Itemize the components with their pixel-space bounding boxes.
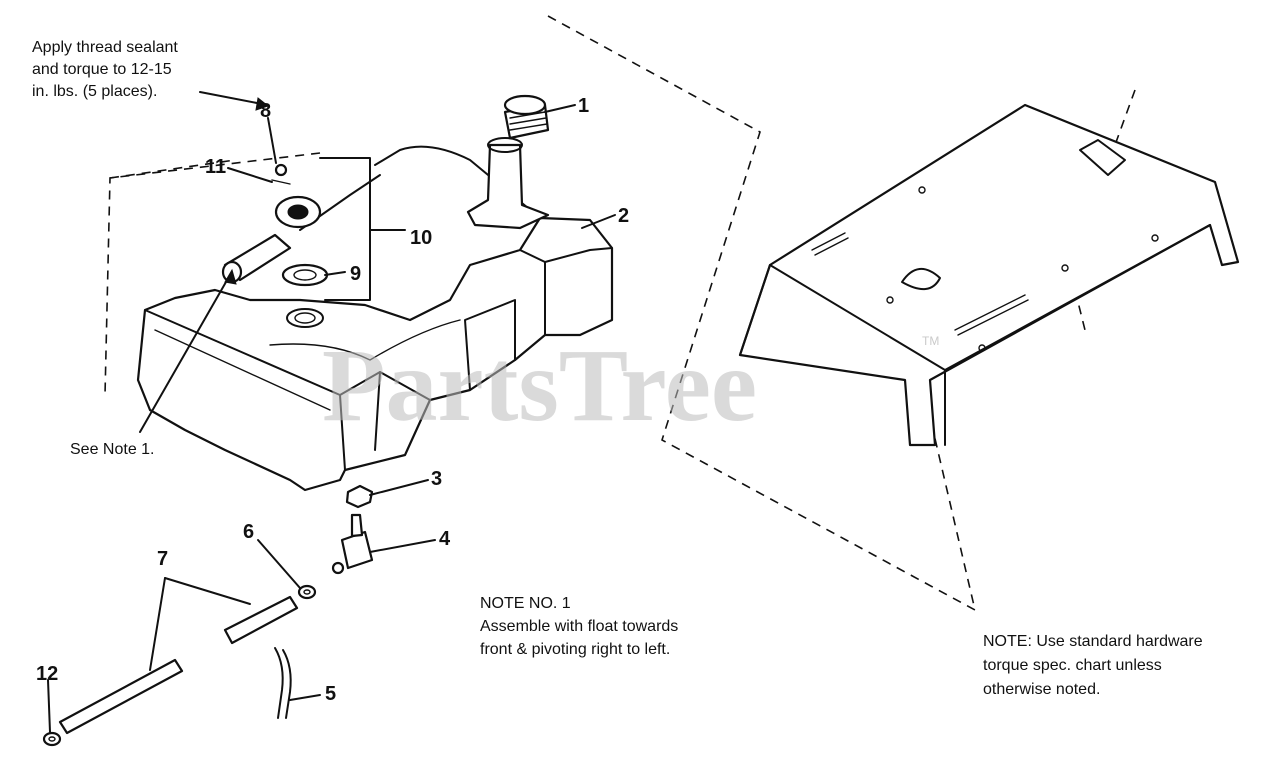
watermark-text: PartsTree (322, 328, 757, 443)
watermark: PartsTree TM (322, 328, 939, 443)
fuel-sender-assembly (221, 157, 406, 301)
callout-8: 8 (260, 100, 271, 122)
note-line: and torque to 12-15 (32, 61, 172, 78)
callout-4: 4 (439, 528, 451, 550)
note-line: front & pivoting right to left. (480, 641, 670, 658)
note-line: Apply thread sealant (32, 39, 178, 56)
filler-neck (466, 137, 550, 230)
hose-clamp-12 (42, 731, 62, 747)
callout-7: 7 (157, 548, 168, 570)
fuel-tank (136, 145, 614, 492)
callout-11: 11 (205, 156, 226, 178)
note-line: otherwise noted. (983, 681, 1100, 698)
callout-3: 3 (431, 468, 442, 490)
standard-hardware-note: NOTE: Use standard hardware torque spec.… (983, 633, 1203, 698)
note-line: Assemble with float towards (480, 618, 678, 635)
callout-12: 12 (36, 663, 58, 685)
note-line: in. lbs. (5 places). (32, 83, 157, 100)
callout-5: 5 (325, 683, 336, 705)
watermark-tm: TM (922, 334, 939, 348)
note-line: NOTE: Use standard hardware (983, 633, 1203, 650)
side-cover-panel (738, 103, 1240, 447)
note-line: torque spec. chart unless (983, 657, 1162, 674)
callout-1: 1 (578, 95, 589, 117)
callout-10: 10 (410, 227, 432, 249)
leader-lines (47, 91, 616, 733)
wire-lead (274, 647, 292, 719)
callout-numbers: 1 2 3 4 5 6 7 8 9 10 11 12 (36, 95, 629, 705)
see-note-label: See Note 1. (70, 441, 155, 458)
fuel-line (58, 595, 299, 735)
shutoff-valve (331, 513, 374, 575)
thread-sealant-note: Apply thread sealant and torque to 12-15… (32, 39, 178, 100)
callout-6: 6 (243, 521, 254, 543)
note-line: NOTE NO. 1 (480, 595, 571, 612)
hose-clamp-6 (297, 584, 317, 600)
callout-2: 2 (618, 205, 629, 227)
bushing (345, 484, 374, 509)
callout-9: 9 (350, 263, 361, 285)
fuel-cap (503, 94, 550, 140)
note-no-1: NOTE NO. 1 Assemble with float towards f… (480, 595, 678, 658)
